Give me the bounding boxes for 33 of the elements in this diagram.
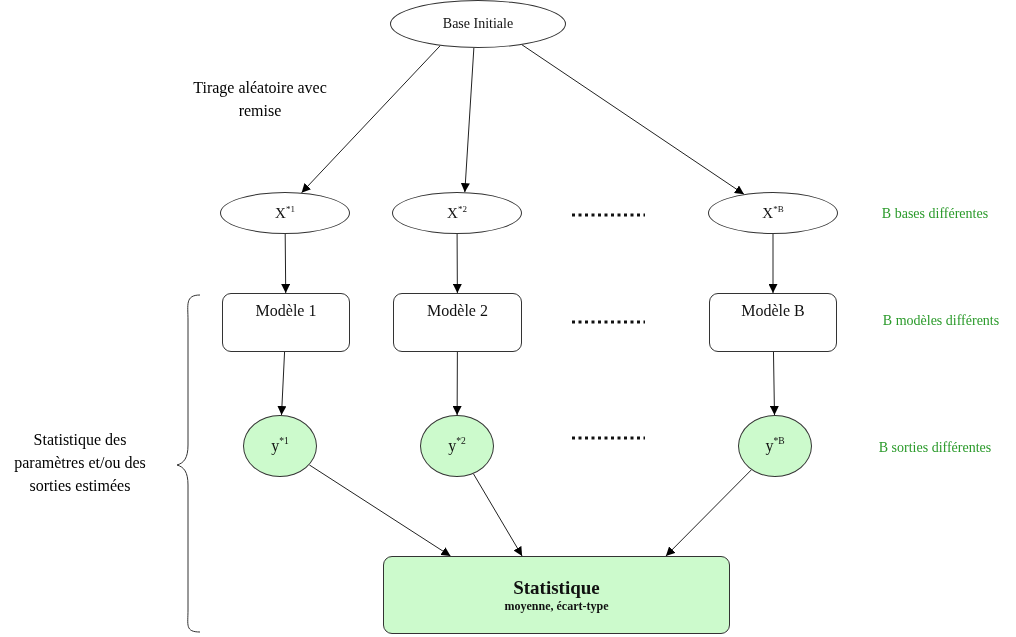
arrow <box>768 233 778 294</box>
rounded-box <box>222 293 350 352</box>
node-label: Modèle 1 <box>255 302 317 320</box>
annotation-text: Tirage aléatoire avec remise <box>192 78 328 122</box>
rounded-box <box>383 556 730 634</box>
side-note: B bases différentes <box>880 205 990 223</box>
node-label: X$^{*B}$ <box>762 204 784 222</box>
node-label: X$^{*1}$ <box>275 204 295 222</box>
node-label: X$^{*2}$ <box>447 204 467 222</box>
arrow <box>769 351 779 416</box>
node-label: y$^{*1}$ <box>271 437 289 455</box>
arrow <box>460 47 475 193</box>
node-label: Base Initiale <box>442 16 514 32</box>
node-label: y$^{*2}$ <box>448 437 466 455</box>
arrow <box>308 464 451 557</box>
side-note: B sorties différentes <box>877 439 993 457</box>
arrow <box>452 233 462 294</box>
node-label: y$^{*B}$ <box>765 437 785 455</box>
rounded-box <box>709 293 837 352</box>
arrow <box>472 473 523 557</box>
arrow <box>452 351 462 416</box>
arrow <box>281 233 291 294</box>
rounded-box <box>393 293 522 352</box>
arrow <box>277 351 287 416</box>
node-subtitle: moyenne, écart-type <box>504 598 609 614</box>
node-label: Modèle 2 <box>427 302 488 320</box>
side-note: B modèles différents <box>881 312 1001 330</box>
node-label: Statistique <box>513 576 600 599</box>
arrow <box>665 469 752 557</box>
arrow <box>301 45 441 194</box>
annotation-text: Statistique des paramètres et/ou des sorties estimées <box>13 430 147 497</box>
arrow <box>521 44 745 195</box>
node-label: Modèle B <box>741 302 805 320</box>
